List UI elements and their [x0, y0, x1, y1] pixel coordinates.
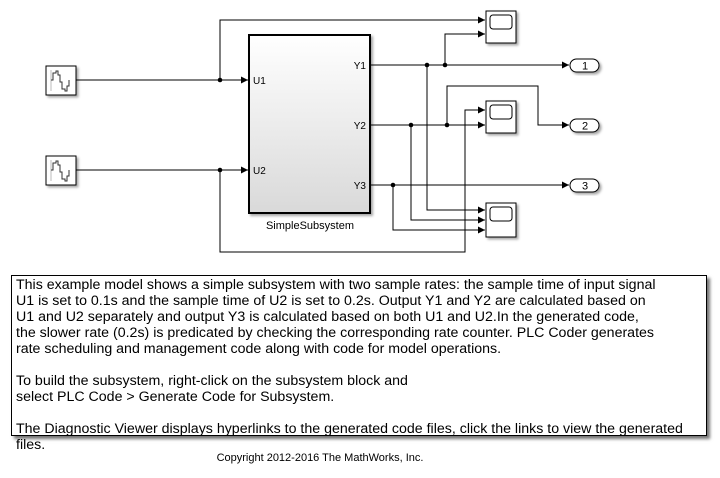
outport-number: 2	[582, 121, 588, 133]
sine-wave-block-1[interactable]	[45, 65, 77, 96]
wire-y2-scope-bottom[interactable]	[410, 125, 485, 224]
branch-point	[444, 122, 450, 128]
branch-point	[217, 77, 223, 83]
outport-label-y2: Y2	[354, 121, 367, 132]
branch-points	[217, 62, 450, 188]
wire-y3-scope-bottom[interactable]	[392, 185, 485, 234]
signal-lines	[76, 16, 569, 253]
outport-label-y3: Y3	[354, 181, 367, 192]
annotation-paragraph-description: This example model shows a simple subsys…	[16, 277, 656, 357]
branch-point	[390, 182, 396, 188]
wire-u1-scope-top[interactable]	[219, 16, 485, 80]
inport-label-u1: U1	[253, 76, 266, 87]
wire-u2-scope-middle[interactable]	[219, 106, 485, 253]
sine-wave-icon	[50, 70, 70, 92]
scope-icon	[489, 206, 513, 222]
outport-block-3[interactable]: 3	[569, 178, 600, 193]
branch-point	[442, 62, 448, 68]
scope-icon	[489, 14, 513, 30]
scope-block-middle[interactable]	[485, 100, 517, 134]
scope-block-bottom[interactable]	[485, 202, 517, 238]
scope-icon	[489, 104, 513, 120]
outport-block-2[interactable]: 2	[569, 118, 600, 133]
wire-y1-scope-top[interactable]	[444, 30, 485, 65]
sine-wave-icon	[50, 160, 70, 182]
branch-point	[408, 122, 414, 128]
branch-point	[424, 62, 430, 68]
annotation-paragraph-diagnostic-viewer: The Diagnostic Viewer displays hyperlink…	[16, 421, 683, 453]
annotation-paragraph-build-instructions: To build the subsystem, right-click on t…	[16, 373, 408, 405]
copyright-notice: Copyright 2012-2016 The MathWorks, Inc.	[216, 452, 424, 464]
simulink-diagram: U1 U2 Y1 Y2 Y3 SimpleSubsystem 1 2 3	[45, 10, 600, 253]
branch-point	[217, 167, 223, 173]
inport-label-u2: U2	[253, 166, 266, 177]
scope-block-top[interactable]	[485, 10, 517, 44]
subsystem-name-label: SimpleSubsystem	[266, 220, 354, 232]
outport-block-1[interactable]: 1	[569, 58, 600, 73]
sine-wave-block-2[interactable]	[45, 155, 77, 186]
simple-subsystem-block[interactable]: U1 U2 Y1 Y2 Y3	[248, 34, 371, 214]
wire-y1-scope-bottom[interactable]	[426, 65, 485, 214]
wire-y2-outport2[interactable]	[446, 85, 569, 129]
outport-number: 1	[582, 61, 588, 73]
outport-label-y1: Y1	[354, 61, 367, 72]
outport-number: 3	[582, 181, 588, 193]
model-description-annotation[interactable]: This example model shows a simple subsys…	[11, 275, 707, 453]
